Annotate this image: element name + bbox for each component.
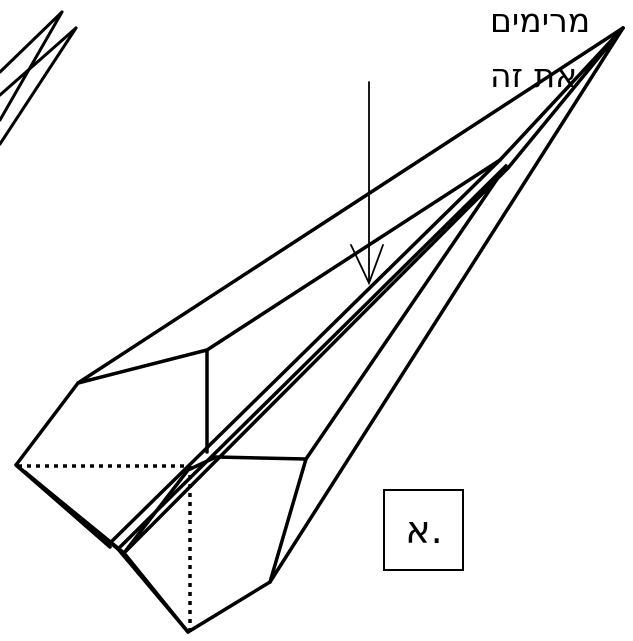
bottom-wing-edge-2 — [23, 470, 120, 551]
center-crease-c — [122, 166, 510, 555]
arrow-head — [350, 244, 384, 286]
annotation-line1: מרימים — [490, 1, 590, 40]
lower-long-edge — [268, 26, 625, 584]
step-label-box: א. — [383, 489, 464, 571]
airplane-outline — [14, 26, 625, 634]
dotted-fold-lines — [18, 464, 192, 632]
lower-tail-edge — [116, 547, 190, 634]
upper-center-fold — [205, 158, 502, 352]
outer-fold-nose — [498, 26, 625, 162]
wing-top-edge — [14, 26, 625, 549]
center-crease-a — [108, 158, 502, 545]
wing-back-edge — [76, 348, 209, 454]
center-crease-b — [116, 164, 508, 551]
partial-airplane-left — [0, 10, 78, 146]
annotation-line2: את זה — [490, 56, 577, 95]
step-label-text: א. — [405, 508, 443, 552]
step-label-frame — [383, 489, 464, 571]
lift-arrow — [350, 81, 384, 286]
outer-fold-nose-2 — [506, 26, 625, 170]
lower-body — [122, 455, 308, 634]
